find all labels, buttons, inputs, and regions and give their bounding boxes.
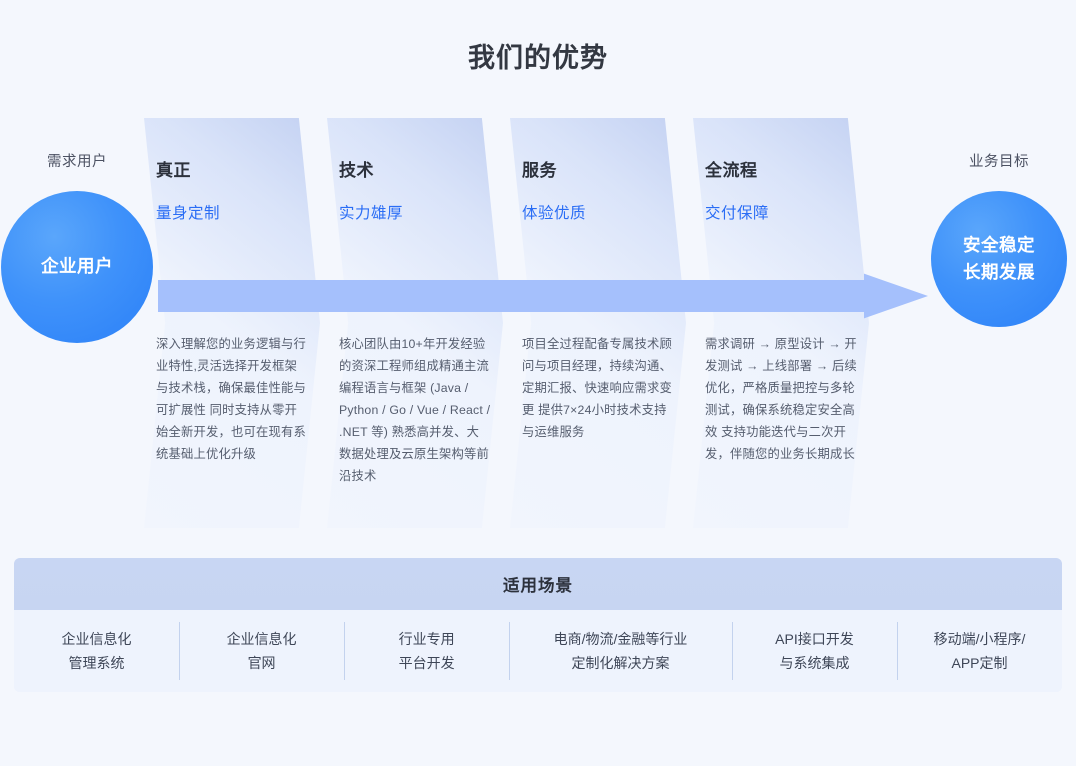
advantage-step-3-heading: 服务 xyxy=(522,161,557,180)
advantage-step-list: 真正 量身定制 深入理解您的业务逻辑与行业特性,灵活选择开发框架与技术栈，确保最… xyxy=(144,118,934,528)
scenario-item-2-line-1: 企业信息化 xyxy=(226,631,297,647)
advantage-step-2-subheading: 实力雄厚 xyxy=(339,205,404,222)
chevron-shape xyxy=(144,118,320,528)
advantage-step-1-heading: 真正 xyxy=(156,161,191,180)
advantage-flow: 需求用户 企业用户 业务目标 安全稳定 长期发展 真正 量身定制 深入理解您的业… xyxy=(0,110,1076,540)
arrow-shaft xyxy=(158,280,870,312)
right-arrow-icon xyxy=(158,268,928,324)
scenario-item-2[interactable]: 企业信息化 官网 xyxy=(179,610,344,692)
flow-end-label: 业务目标 xyxy=(969,154,1029,170)
scenario-item-5-line-1: API接口开发 xyxy=(775,631,854,647)
scenario-item-5-line-2: 与系统集成 xyxy=(779,655,850,671)
flow-end-bubble-line-2: 长期发展 xyxy=(963,262,1035,282)
flow-start-bubble-line-1: 企业用户 xyxy=(41,256,113,277)
advantage-step-1-header: 真正 量身定制 xyxy=(144,118,320,223)
flow-start-label: 需求用户 xyxy=(47,154,107,170)
scenario-item-1[interactable]: 企业信息化 管理系统 xyxy=(14,610,179,692)
scenarios-panel: 适用场景 企业信息化 管理系统 企业信息化 官网 行业专用 平台开发 电商/物流… xyxy=(14,558,1062,692)
page-title: 我们的优势 xyxy=(468,43,608,73)
chevron-shape xyxy=(510,118,686,528)
scenarios-title: 适用场景 xyxy=(14,558,1062,610)
scenario-item-6[interactable]: 移动端/小程序/ APP定制 xyxy=(896,610,1062,692)
scenario-item-2-line-2: 官网 xyxy=(247,655,276,671)
advantage-step-3-body: 项目全过程配备专属技术顾问与项目经理，持续沟通、定期汇报、快速响应需求变更 提供… xyxy=(522,337,672,439)
scenario-item-3[interactable]: 行业专用 平台开发 xyxy=(344,610,509,692)
advantage-step-3-subheading: 体验优质 xyxy=(522,205,587,222)
advantage-step-4-body: 需求调研 → 原型设计 → 开发测试 → 上线部署 → 后续优化，严格质量把控与… xyxy=(705,337,857,461)
scenario-item-6-line-1: 移动端/小程序/ xyxy=(933,631,1026,647)
advantage-step-1-body: 深入理解您的业务逻辑与行业特性,灵活选择开发框架与技术栈，确保最佳性能与可扩展性… xyxy=(156,337,306,461)
scenario-item-3-line-1: 行业专用 xyxy=(398,631,455,647)
advantage-step-2[interactable]: 技术 实力雄厚 核心团队由10+年开发经验的资深工程师组成精通主流编程语言与框架… xyxy=(327,118,503,528)
flow-end: 业务目标 安全稳定 长期发展 xyxy=(922,150,1076,327)
scenario-item-4-line-1: 电商/物流/金融等行业 xyxy=(553,631,688,647)
scenario-item-4[interactable]: 电商/物流/金融等行业 定制化解决方案 xyxy=(509,610,732,692)
advantage-step-3[interactable]: 服务 体验优质 项目全过程配备专属技术顾问与项目经理，持续沟通、定期汇报、快速响… xyxy=(510,118,686,528)
advantage-step-2-header: 技术 实力雄厚 xyxy=(327,118,503,223)
scenario-item-4-line-2: 定制化解决方案 xyxy=(571,655,670,671)
scenario-item-1-line-2: 管理系统 xyxy=(68,655,125,671)
arrow-head xyxy=(864,273,928,319)
advantage-step-4-header: 全流程 交付保障 xyxy=(693,118,869,223)
scenario-item-3-line-2: 平台开发 xyxy=(398,655,455,671)
advantage-step-3-header: 服务 体验优质 xyxy=(510,118,686,223)
scenario-item-1-line-1: 企业信息化 xyxy=(61,631,132,647)
advantage-step-4[interactable]: 全流程 交付保障 需求调研 → 原型设计 → 开发测试 → 上线部署 → 后续优… xyxy=(693,118,869,528)
advantage-step-4-heading: 全流程 xyxy=(705,161,758,180)
scenario-item-5[interactable]: API接口开发 与系统集成 xyxy=(731,610,897,692)
flow-start: 需求用户 企业用户 xyxy=(0,150,154,343)
flow-start-bubble: 企业用户 xyxy=(1,191,153,343)
chevron-shape xyxy=(327,118,503,528)
advantage-step-1-subheading: 量身定制 xyxy=(156,205,221,222)
scenarios-list: 企业信息化 管理系统 企业信息化 官网 行业专用 平台开发 电商/物流/金融等行… xyxy=(14,610,1062,692)
advantage-step-2-body: 核心团队由10+年开发经验的资深工程师组成精通主流编程语言与框架 (Java /… xyxy=(339,337,491,483)
chevron-shape xyxy=(693,118,869,528)
flow-end-bubble: 安全稳定 长期发展 xyxy=(931,191,1067,327)
advantage-step-4-subheading: 交付保障 xyxy=(705,205,770,222)
scenario-item-6-line-2: APP定制 xyxy=(951,655,1008,671)
flow-end-bubble-line-1: 安全稳定 xyxy=(963,234,1035,255)
advantage-step-2-heading: 技术 xyxy=(339,161,374,180)
advantage-step-1[interactable]: 真正 量身定制 深入理解您的业务逻辑与行业特性,灵活选择开发框架与技术栈，确保最… xyxy=(144,118,320,528)
